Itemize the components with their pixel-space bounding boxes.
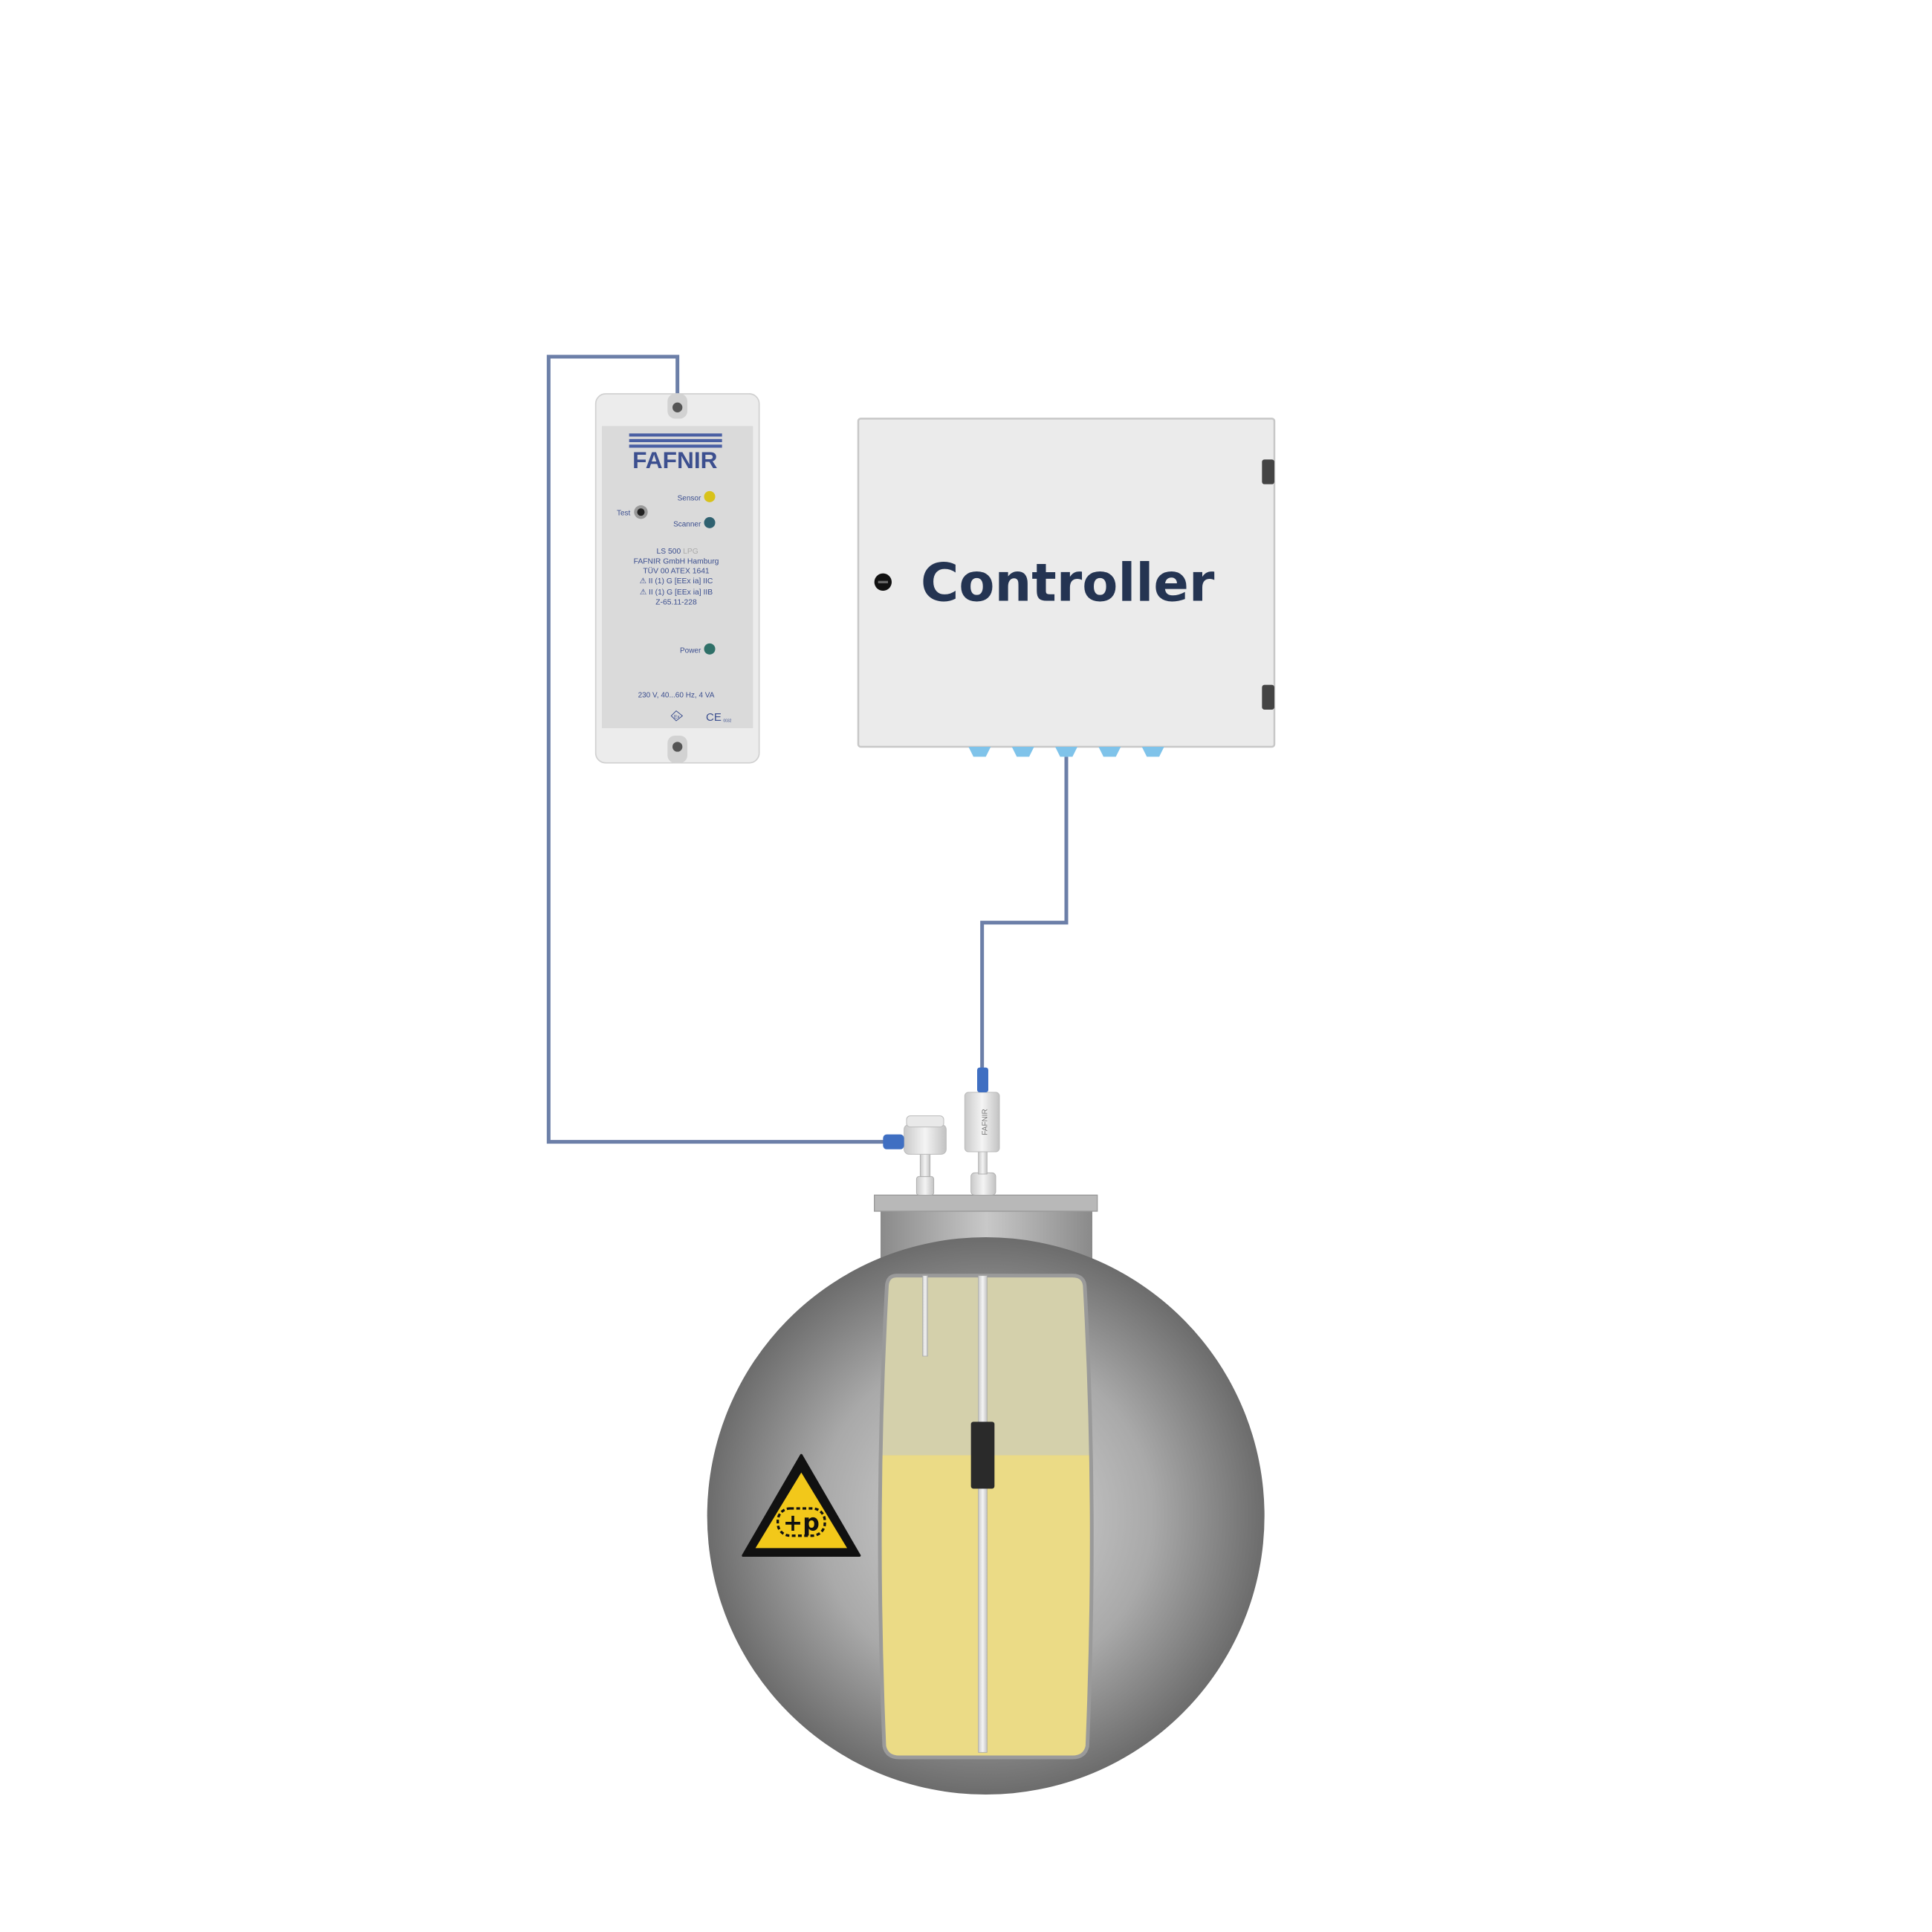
ex-line-1: ⚠ II (1) G [EEx ia] IIC (640, 577, 713, 586)
model-text: LS 500 (657, 548, 681, 556)
rating-text: 230 V, 40...60 Hz, 4 VA (638, 691, 715, 699)
test-label: Test (617, 509, 631, 517)
fafnir-level-switch: FAFNIR Sensor Test Scanner LS 500 LPG FA… (594, 393, 760, 764)
cable-gland-blue (883, 1134, 904, 1150)
sensor-led (704, 490, 716, 502)
cable-to-level-switch (546, 354, 886, 1144)
test-button[interactable] (634, 505, 648, 519)
controller-box: Controller (857, 418, 1276, 757)
controller-label: Controller (921, 552, 1215, 613)
scanner-label: Scanner (673, 520, 701, 528)
tank-flange (874, 1194, 1098, 1212)
probe-connector-blue (977, 1067, 988, 1092)
sensor-label: Sensor (678, 494, 701, 502)
approval-text: Z-65.11-228 (655, 598, 697, 606)
ex-line-2: ⚠ II (1) G [EEx ia] IIB (640, 589, 713, 597)
power-led (704, 643, 716, 655)
liquid-lpg (880, 1455, 1092, 1757)
overpressure-warning-sign: +p (742, 1453, 861, 1557)
float (970, 1422, 995, 1489)
svg-text:Ex: Ex (674, 715, 680, 720)
hinge-bottom (1262, 684, 1274, 710)
power-label: Power (680, 646, 701, 655)
svg-text:FAFNIR: FAFNIR (632, 447, 717, 473)
probe-brand: FAFNIR (981, 1109, 989, 1135)
ex-mark-icon: Ex (670, 710, 684, 722)
cable-glands (968, 747, 1164, 757)
door-lock-icon[interactable] (874, 573, 892, 591)
cert-text: TÜV 00 ATEX 1641 (643, 567, 710, 576)
magnetostrictive-probe-head: FAFNIR (964, 1067, 1000, 1196)
cable-to-controller (980, 756, 1069, 1080)
mount-screw-bottom (672, 742, 683, 752)
fafnir-logo: FAFNIR (629, 433, 722, 473)
company-text: FAFNIR GmbH Hamburg (634, 557, 719, 565)
ce-number: 0032 (723, 719, 731, 724)
mount-screw-top (672, 402, 683, 412)
svg-text:+p: +p (783, 1510, 820, 1537)
level-switch-sensor (883, 1115, 947, 1196)
ce-mark: CE (706, 711, 722, 724)
model-variant: LPG (683, 548, 698, 556)
lpg-tank: +p (707, 1194, 1265, 1795)
hinge-top (1262, 459, 1274, 484)
probe-rod (978, 1275, 988, 1753)
short-probe (922, 1275, 928, 1357)
scanner-led (704, 516, 716, 528)
svg-text:LS 500 LPG: LS 500 LPG (657, 548, 698, 556)
